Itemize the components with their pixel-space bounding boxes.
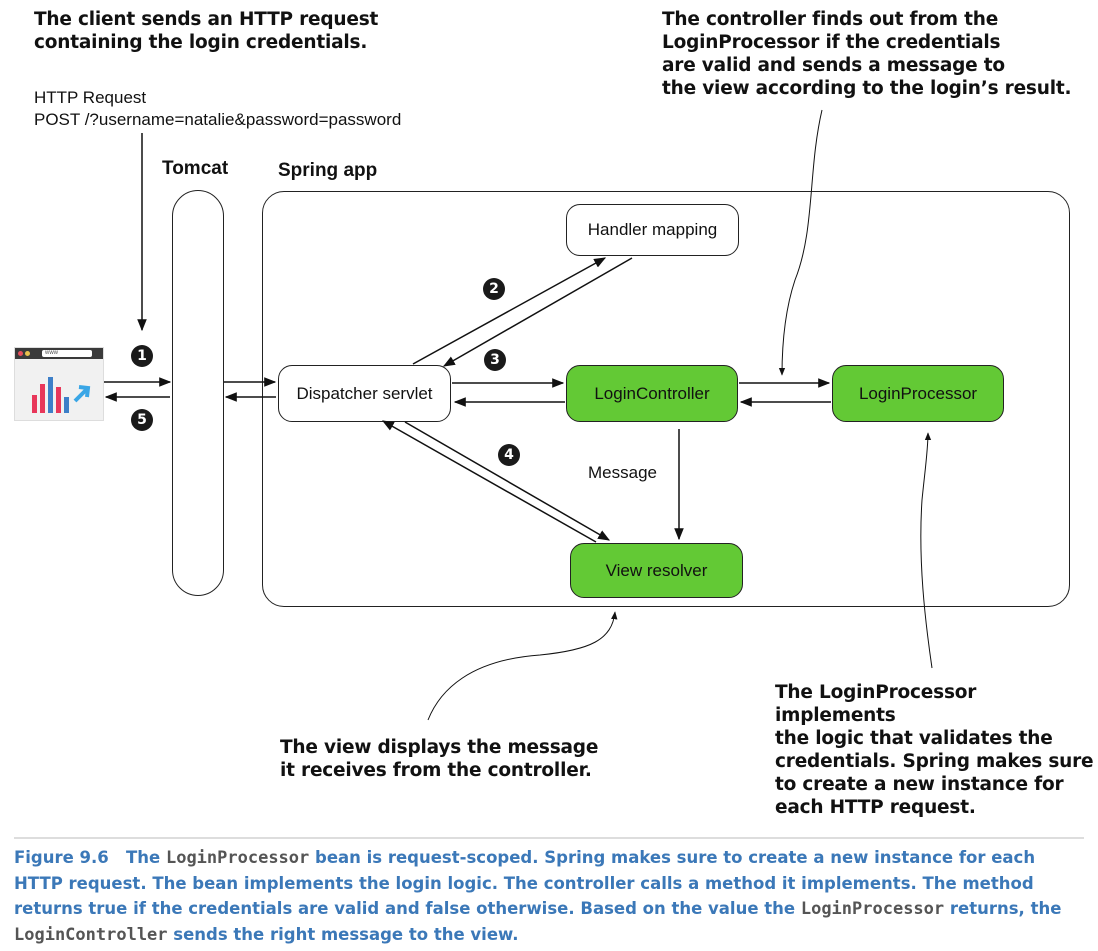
spring-app-container xyxy=(262,191,1070,607)
browser-address-bar: www xyxy=(42,350,92,357)
annotation-client-request: The client sends an HTTP request contain… xyxy=(34,9,379,53)
dispatcher-servlet-node: Dispatcher servlet xyxy=(278,365,451,422)
caption-text-4: sends the right message to the view. xyxy=(167,925,519,944)
login-processor-node: LoginProcessor xyxy=(832,365,1004,422)
dispatcher-to-handler-arrow xyxy=(412,257,607,365)
caption-code-2: LoginProcessor xyxy=(800,899,945,919)
figure-number: Figure 9.6 xyxy=(14,848,109,867)
step-2-marker: 2 xyxy=(483,278,505,300)
view-annotation-pointer xyxy=(427,611,618,721)
handler-mapping-node: Handler mapping xyxy=(566,204,739,256)
caption-text-3: returns, the xyxy=(944,899,1062,918)
view-resolver-node: View resolver xyxy=(570,543,743,598)
step-4-marker: 4 xyxy=(498,444,520,466)
tomcat-label: Tomcat xyxy=(162,158,229,179)
annotation-view-displays: The view displays the message it receive… xyxy=(280,737,599,781)
controller-annotation-pointer xyxy=(778,109,823,376)
step-5-marker: 5 xyxy=(131,409,153,431)
bar-chart-icon xyxy=(32,377,91,413)
dispatcher-to-view-arrow xyxy=(404,421,611,541)
processor-annotation-pointer xyxy=(920,432,933,669)
spring-app-label: Spring app xyxy=(278,160,378,181)
step-1-marker: 1 xyxy=(131,345,153,367)
view-to-dispatcher-arrow xyxy=(381,420,597,543)
tomcat-container xyxy=(172,190,224,596)
figure-caption: Figure 9.6 The LoginProcessor bean is re… xyxy=(14,845,1084,948)
browser-client-icon: www xyxy=(14,347,104,421)
caption-code-3: LoginController xyxy=(14,925,168,945)
browser-title-bar: www xyxy=(15,348,103,359)
annotation-processor-implements: The LoginProcessor implements the logic … xyxy=(775,682,1094,818)
http-request-label: HTTP Request xyxy=(34,88,147,107)
caption-text-1: The xyxy=(126,848,166,867)
annotation-controller-finds: The controller finds out from the LoginP… xyxy=(662,9,1072,99)
message-label: Message xyxy=(588,463,657,482)
caption-text-2: bean is request-scoped. Spring makes sur… xyxy=(14,848,1036,918)
caption-code-1: LoginProcessor xyxy=(165,848,310,868)
http-request-line: POST /?username=natalie&password=passwor… xyxy=(34,110,402,129)
login-controller-node: LoginController xyxy=(566,365,738,422)
step-3-marker: 3 xyxy=(484,349,506,371)
handler-to-dispatcher-arrow xyxy=(442,257,633,367)
